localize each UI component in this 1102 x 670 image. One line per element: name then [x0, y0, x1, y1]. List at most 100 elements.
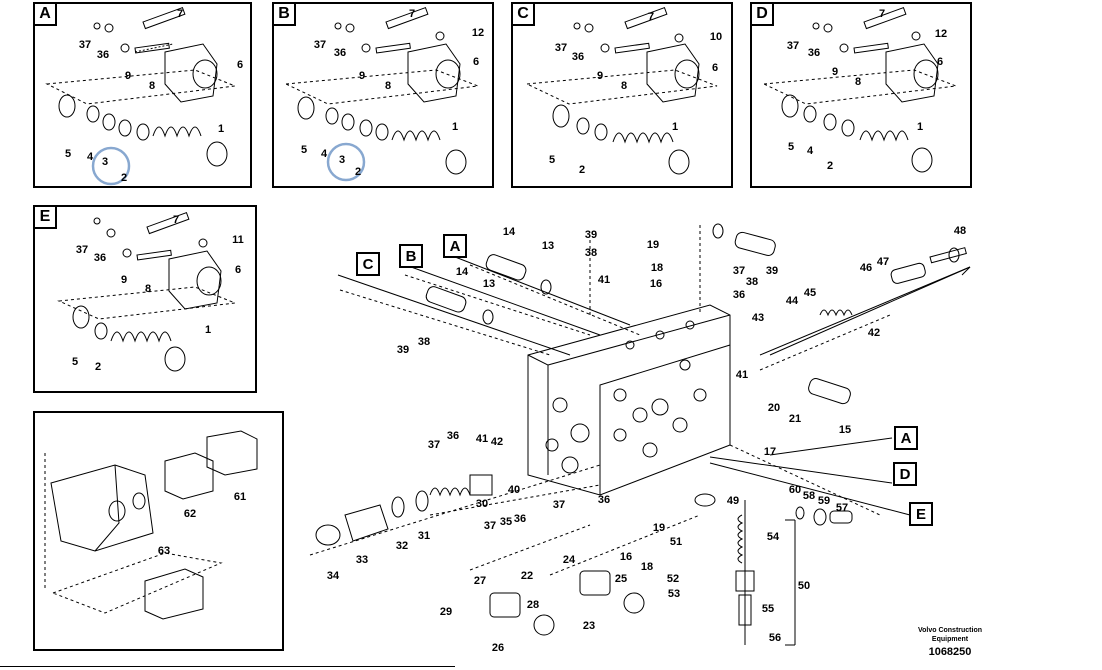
main-view-callout: 18 — [641, 561, 653, 573]
inset-b-callout: 6 — [473, 56, 479, 68]
assembly-drawing — [44, 430, 258, 620]
main-view-callout: 42 — [868, 327, 880, 339]
inset-b-callout: 8 — [385, 80, 391, 92]
inset-a-callout: 9 — [125, 70, 131, 82]
inset-c-drawing — [525, 6, 718, 175]
bottom-rule — [0, 666, 455, 667]
inset-d-callout: 5 — [788, 141, 794, 153]
view-label-text: C — [363, 256, 374, 273]
inset-a-callout: 8 — [149, 80, 155, 92]
inset-b-callout: 1 — [452, 121, 458, 133]
inset-a-callout: 37 — [79, 39, 91, 51]
inset-c-callout: 10 — [710, 31, 722, 43]
main-view-callout: 35 — [500, 516, 512, 528]
inset-e-callout: 5 — [72, 356, 78, 368]
inset-c-callout: 36 — [572, 51, 584, 63]
main-view-callout: 30 — [476, 498, 488, 510]
main-view-callout: 55 — [762, 603, 774, 615]
main-view-callout: 18 — [651, 262, 663, 274]
view-label-a: A — [443, 234, 467, 258]
main-view-callout: 36 — [514, 513, 526, 525]
inset-b-callout: 4 — [321, 148, 328, 160]
inset-d-callout: 7 — [879, 8, 885, 20]
main-view-callout: 28 — [527, 599, 539, 611]
main-view-callout: 34 — [327, 570, 340, 582]
main-view-callout: 37 — [484, 520, 496, 532]
main-view-callout: 16 — [650, 278, 662, 290]
main-view-callout: 20 — [768, 402, 780, 414]
main-view-callout: 13 — [542, 240, 554, 252]
inset-d-callout: 8 — [855, 76, 861, 88]
assembly-inset-callout: 61 — [234, 491, 246, 503]
inset-e-callout: 1 — [205, 324, 211, 336]
main-view-callout: 27 — [474, 575, 486, 587]
inset-a-callout: 4 — [87, 151, 94, 163]
doc-number: 1068250 — [928, 646, 972, 658]
main-view-callout: 43 — [752, 312, 764, 324]
inset-d-callout: 2 — [827, 160, 833, 172]
main-view-callout: 37 — [428, 439, 440, 451]
main-view-callout: 57 — [836, 502, 848, 514]
inset-b-callout: 2 — [355, 166, 361, 178]
main-view-callout: 37 — [553, 499, 565, 511]
view-label-text: E — [916, 506, 926, 523]
inset-b-callout: 5 — [301, 144, 307, 156]
inset-a-callout: 7 — [177, 8, 183, 20]
main-view-callout: 32 — [396, 540, 408, 552]
main-view-callout: 39 — [585, 229, 597, 241]
main-view-callout: 41 — [598, 274, 610, 286]
inset-d: D — [750, 2, 972, 188]
inset-c: C — [511, 2, 733, 188]
assembly-inset-callout: 62 — [184, 508, 196, 520]
main-view-callout: 16 — [620, 551, 632, 563]
inset-e-drawing — [57, 211, 236, 372]
main-view-callout: 33 — [356, 554, 368, 566]
main-view-callout: 24 — [563, 554, 576, 566]
main-view-callout: 37 — [733, 265, 745, 277]
main-view-callout: 50 — [798, 580, 810, 592]
inset-b-callout: 12 — [472, 27, 484, 39]
main-view-callout: 36 — [447, 430, 459, 442]
inset-d-callout: 1 — [917, 121, 923, 133]
main-view-callout: 25 — [615, 573, 627, 585]
view-label-e: E — [909, 502, 933, 526]
inset-a: A — [33, 2, 252, 188]
main-view-callout: 38 — [746, 276, 758, 288]
assembly-inset-callout: 63 — [158, 545, 170, 557]
inset-a-letter: A — [33, 2, 57, 26]
main-view-callout: 26 — [492, 642, 504, 654]
inset-a-callout: 5 — [65, 148, 71, 160]
main-view-callout: 21 — [789, 413, 801, 425]
inset-e-callout: 11 — [232, 234, 244, 246]
inset-d-callout: 12 — [935, 28, 947, 40]
inset-c-callout: 5 — [549, 154, 555, 166]
inset-b-callout: 36 — [334, 47, 346, 59]
main-view-callout: 41 — [736, 369, 748, 381]
inset-c-callout: 7 — [648, 11, 654, 23]
main-view-callout: 38 — [418, 336, 430, 348]
inset-e-callout: 37 — [76, 244, 88, 256]
main-exploded-view — [309, 223, 971, 646]
view-label-text: A — [901, 430, 912, 447]
footer: Volvo Construction Equipment 1068250 — [905, 626, 995, 660]
main-view-callout: 52 — [667, 573, 679, 585]
main-view-callout: 36 — [598, 494, 610, 506]
inset-b-callout: 9 — [359, 70, 365, 82]
inset-a-callout: 2 — [121, 172, 127, 184]
inset-d-callout: 4 — [807, 145, 814, 157]
inset-e-callout: 36 — [94, 252, 106, 264]
inset-d-letter: D — [750, 2, 774, 26]
inset-c-callout: 8 — [621, 80, 627, 92]
main-view-callout: 17 — [764, 446, 776, 458]
view-label-text: D — [900, 466, 911, 483]
main-view-callout: 19 — [647, 239, 659, 251]
main-view-callout: 54 — [767, 531, 780, 543]
main-view-callout: 46 — [860, 262, 872, 274]
inset-c-callout: 9 — [597, 70, 603, 82]
view-label-d: D — [893, 462, 917, 486]
brand-line1: Volvo Construction — [917, 627, 983, 634]
inset-d-callout: 9 — [832, 66, 838, 78]
main-view-callout: 41 — [476, 433, 488, 445]
main-view-callout: 49 — [727, 495, 739, 507]
